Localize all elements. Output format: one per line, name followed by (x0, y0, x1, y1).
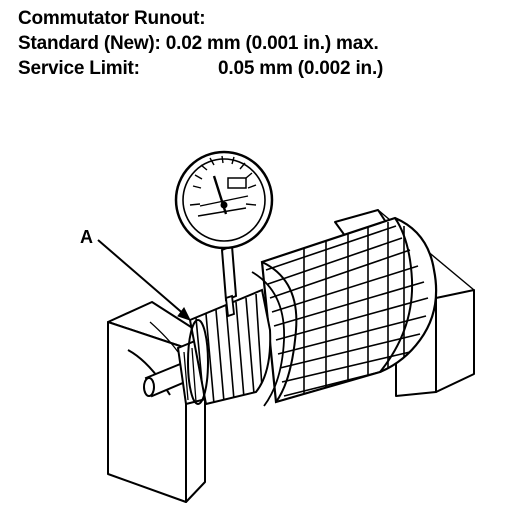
service-limit-label: Service Limit: (18, 58, 140, 79)
callout-a-leader (97, 239, 191, 321)
standard-spec-row: Standard (New): 0.02 mm (0.001 in.) max. (18, 31, 383, 56)
standard-spec-value: 0.02 mm (0.001 in.) max. (165, 33, 379, 54)
spec-heading: Commutator Runout: (18, 8, 206, 29)
runout-spec-block: Commutator Runout: Standard (New): 0.02 … (18, 6, 383, 81)
service-limit-value: 0.05 mm (0.002 in.) (218, 58, 384, 79)
standard-spec-label: Standard (New): (18, 33, 161, 54)
callout-a-label: A (80, 227, 93, 247)
commutator (187, 288, 272, 406)
service-limit-row: Service Limit: 0.05 mm (0.002 in.) (18, 56, 383, 81)
armature-core (251, 216, 438, 407)
dial-indicator (174, 150, 274, 318)
